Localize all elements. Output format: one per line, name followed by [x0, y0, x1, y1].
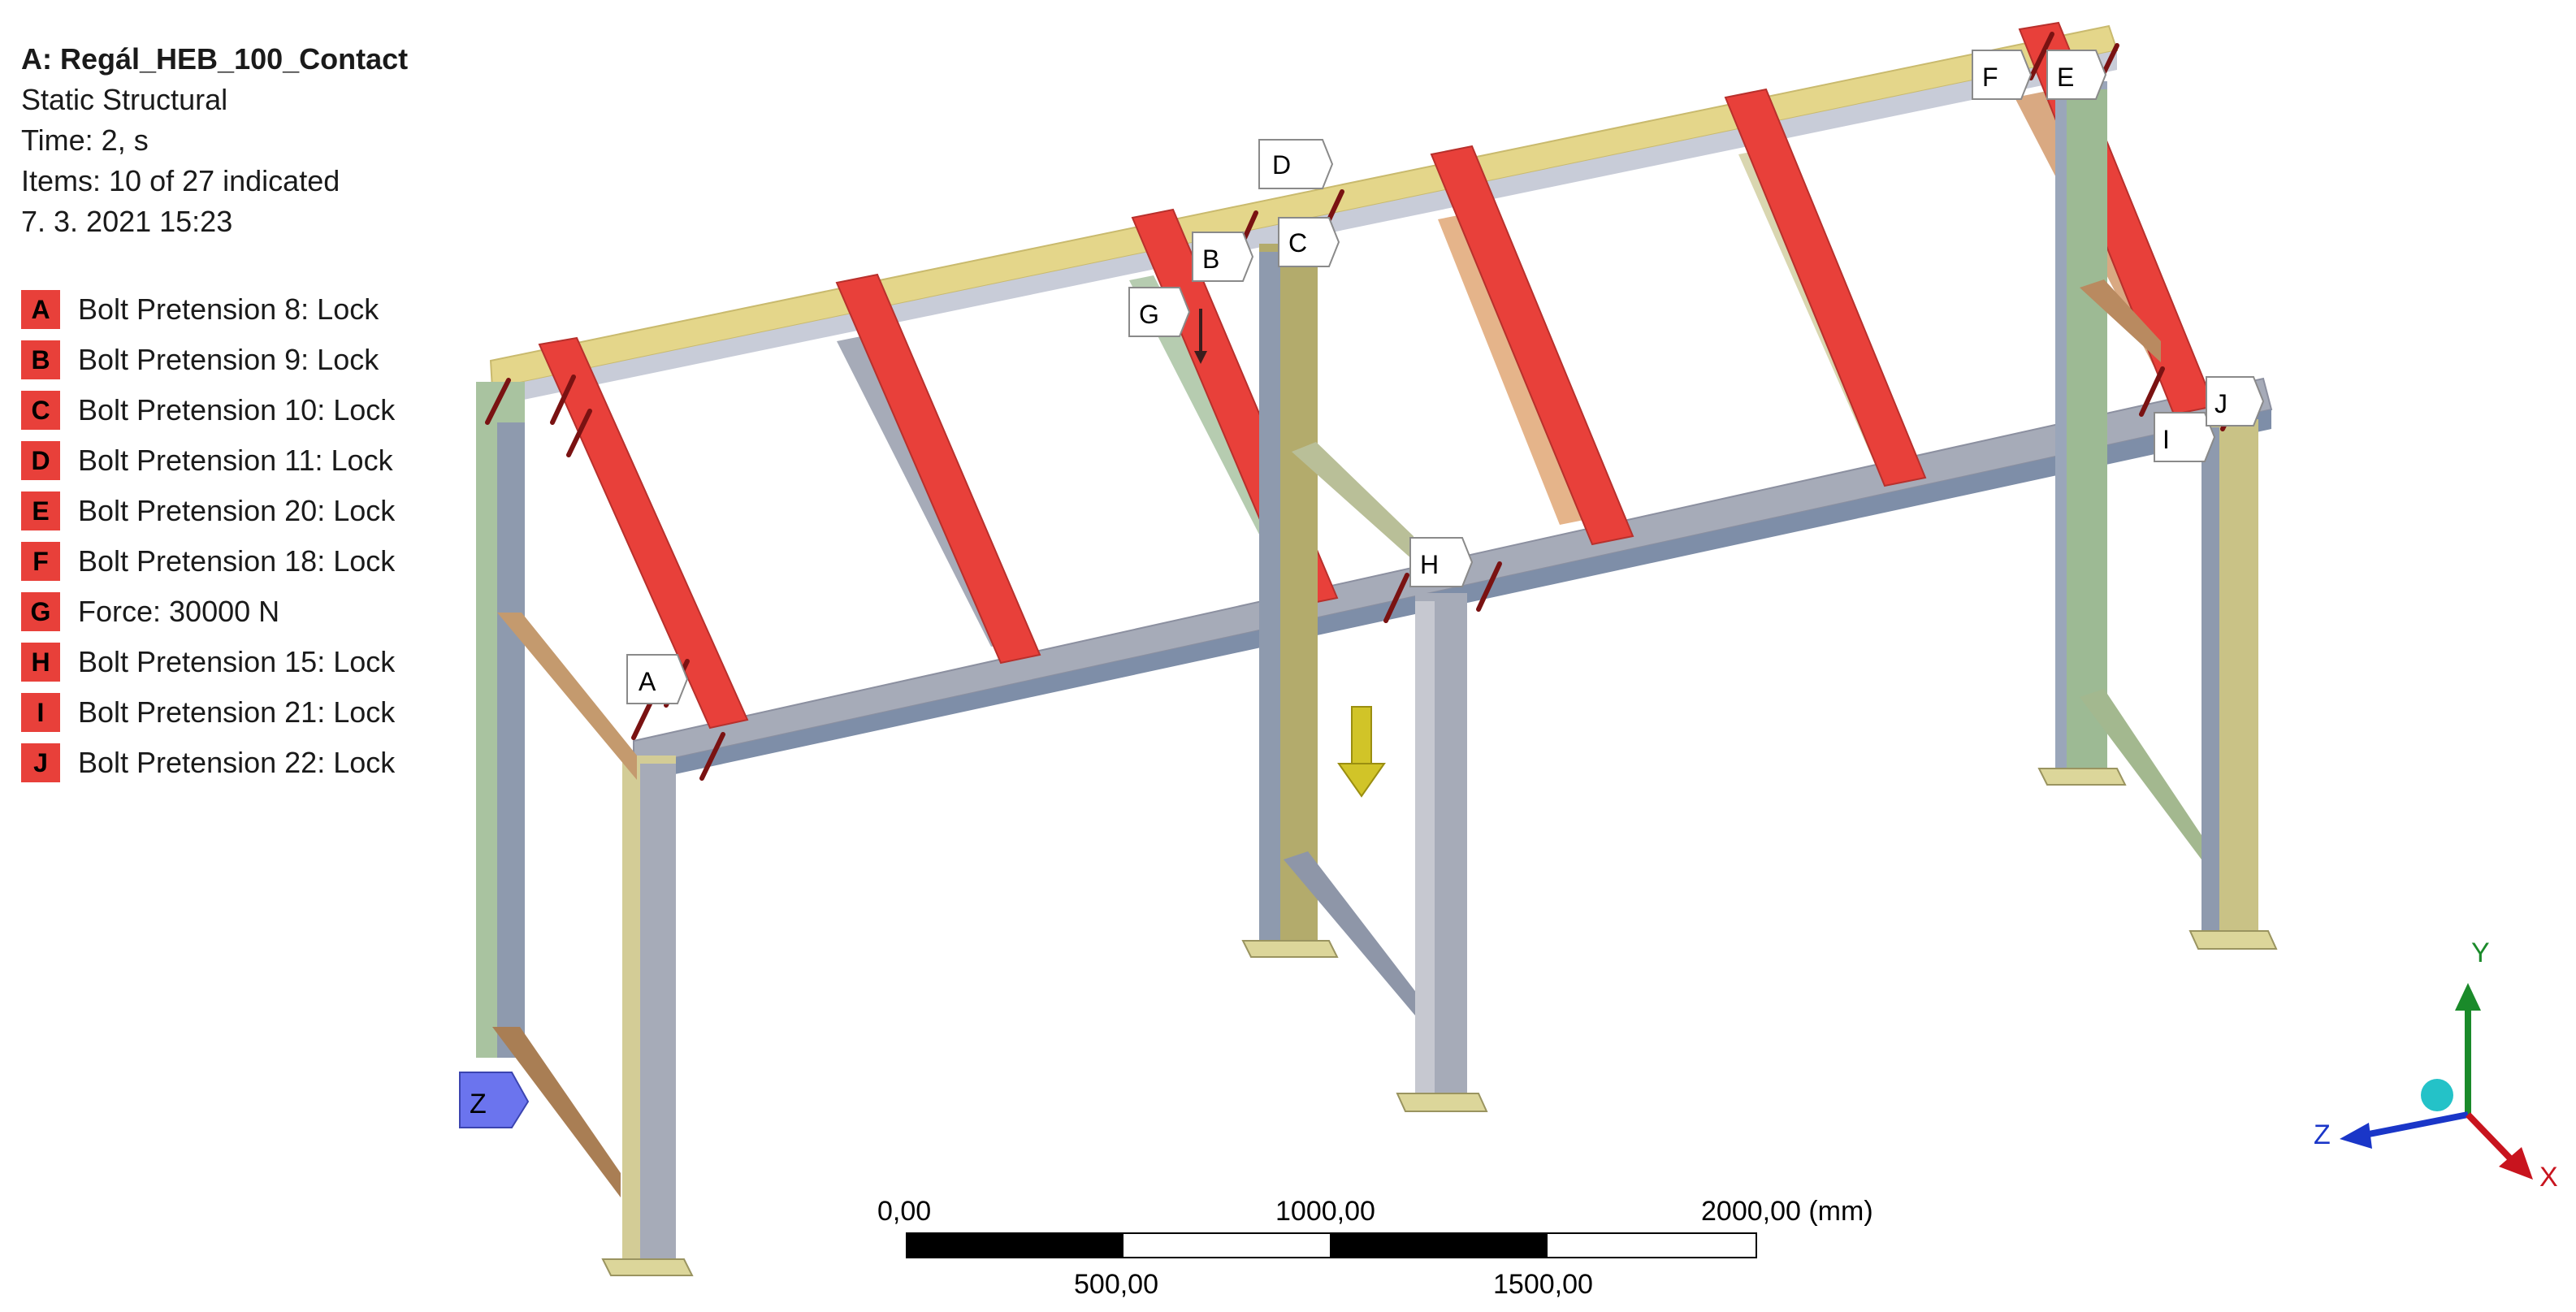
legend-label: Bolt Pretension 15: Lock [78, 645, 396, 678]
analysis-time: Time: 2, s [21, 123, 149, 157]
bolt-markers [485, 32, 2246, 781]
legend-label: Bolt Pretension 8: Lock [78, 292, 379, 326]
legend-key: F [21, 542, 60, 581]
columns [476, 81, 2258, 1272]
legend-key: E [21, 491, 60, 530]
scale-label-1500: 1500,00 [1493, 1269, 1593, 1300]
scale-label-0: 0,00 [877, 1196, 931, 1227]
rafter-3 [1438, 214, 1584, 525]
legend-label: Bolt Pretension 20: Lock [78, 494, 396, 527]
callout-i-label: I [2163, 425, 2170, 454]
legend-key: G [21, 592, 60, 631]
legend-label: Bolt Pretension 9: Lock [78, 343, 379, 376]
fixed-support-marker [459, 1072, 530, 1128]
scale-label-500: 500,00 [1074, 1269, 1158, 1300]
force-arrow-small [1194, 309, 1207, 364]
callout-b-label: B [1202, 245, 1219, 274]
axis-triad[interactable] [2340, 983, 2533, 1180]
legend-key: B [21, 340, 60, 379]
callout-a-label: A [639, 667, 656, 696]
scale-bar [906, 1232, 1757, 1258]
callout-e-label: E [2057, 63, 2074, 92]
triad-x-label: X [2539, 1162, 2558, 1193]
callout-d-label: D [1272, 150, 1291, 180]
analysis-items: Items: 10 of 27 indicated [21, 164, 340, 197]
legend-label: Bolt Pretension 10: Lock [78, 393, 396, 427]
triad-z-label: Z [2314, 1119, 2331, 1150]
boundary-conditions-legend: A Bolt Pretension 8: Lock B Bolt Pretensio… [21, 284, 395, 788]
analysis-title: A: Regál_HEB_100_Contact [21, 42, 409, 76]
legend-key: C [21, 391, 60, 430]
analysis-date: 7. 3. 2021 15:23 [21, 205, 233, 238]
legend-item[interactable]: D Bolt Pretension 11: Lock [21, 435, 395, 486]
legend-label: Bolt Pretension 21: Lock [78, 695, 396, 729]
force-arrow-large [1337, 706, 1386, 798]
legend-item[interactable]: E Bolt Pretension 20: Lock [21, 486, 395, 536]
legend-item[interactable]: H Bolt Pretension 15: Lock [21, 637, 395, 687]
legend-label: Force: 30000 N [78, 595, 280, 628]
legend-key: H [21, 643, 60, 682]
legend-item[interactable]: B Bolt Pretension 9: Lock [21, 335, 395, 385]
analysis-info: A: Regál_HEB_100_Contact Static Structur… [21, 39, 408, 242]
legend-key: D [21, 441, 60, 480]
legend-item[interactable]: F Bolt Pretension 18: Lock [21, 536, 395, 587]
base-plates [601, 768, 2278, 1276]
scale-label-1000: 1000,00 [1275, 1196, 1375, 1227]
legend-item[interactable]: J Bolt Pretension 22: Lock [21, 738, 395, 788]
analysis-type: Static Structural [21, 83, 228, 116]
callout-g-label: G [1139, 300, 1159, 329]
legend-label: Bolt Pretension 22: Lock [78, 746, 396, 779]
legend-key: J [21, 743, 60, 782]
callout-z-label: Z [470, 1089, 487, 1119]
callout-f-label: F [1982, 63, 1998, 92]
legend-key: A [21, 290, 60, 329]
triad-y-label: Y [2471, 937, 2490, 968]
callout-tags [626, 50, 2265, 704]
callout-h-label: H [1420, 550, 1439, 579]
braces [492, 279, 2202, 1197]
legend-item[interactable]: A Bolt Pretension 8: Lock [21, 284, 395, 335]
scale-label-2000: 2000,00 (mm) [1701, 1196, 1873, 1227]
legend-item[interactable]: C Bolt Pretension 10: Lock [21, 385, 395, 435]
callout-j-label: J [2214, 389, 2227, 418]
legend-item[interactable]: I Bolt Pretension 21: Lock [21, 687, 395, 738]
legend-label: Bolt Pretension 11: Lock [78, 444, 393, 477]
legend-label: Bolt Pretension 18: Lock [78, 544, 396, 578]
legend-item[interactable]: G Force: 30000 N [21, 587, 395, 637]
callout-c-label: C [1288, 228, 1307, 258]
legend-key: I [21, 693, 60, 732]
